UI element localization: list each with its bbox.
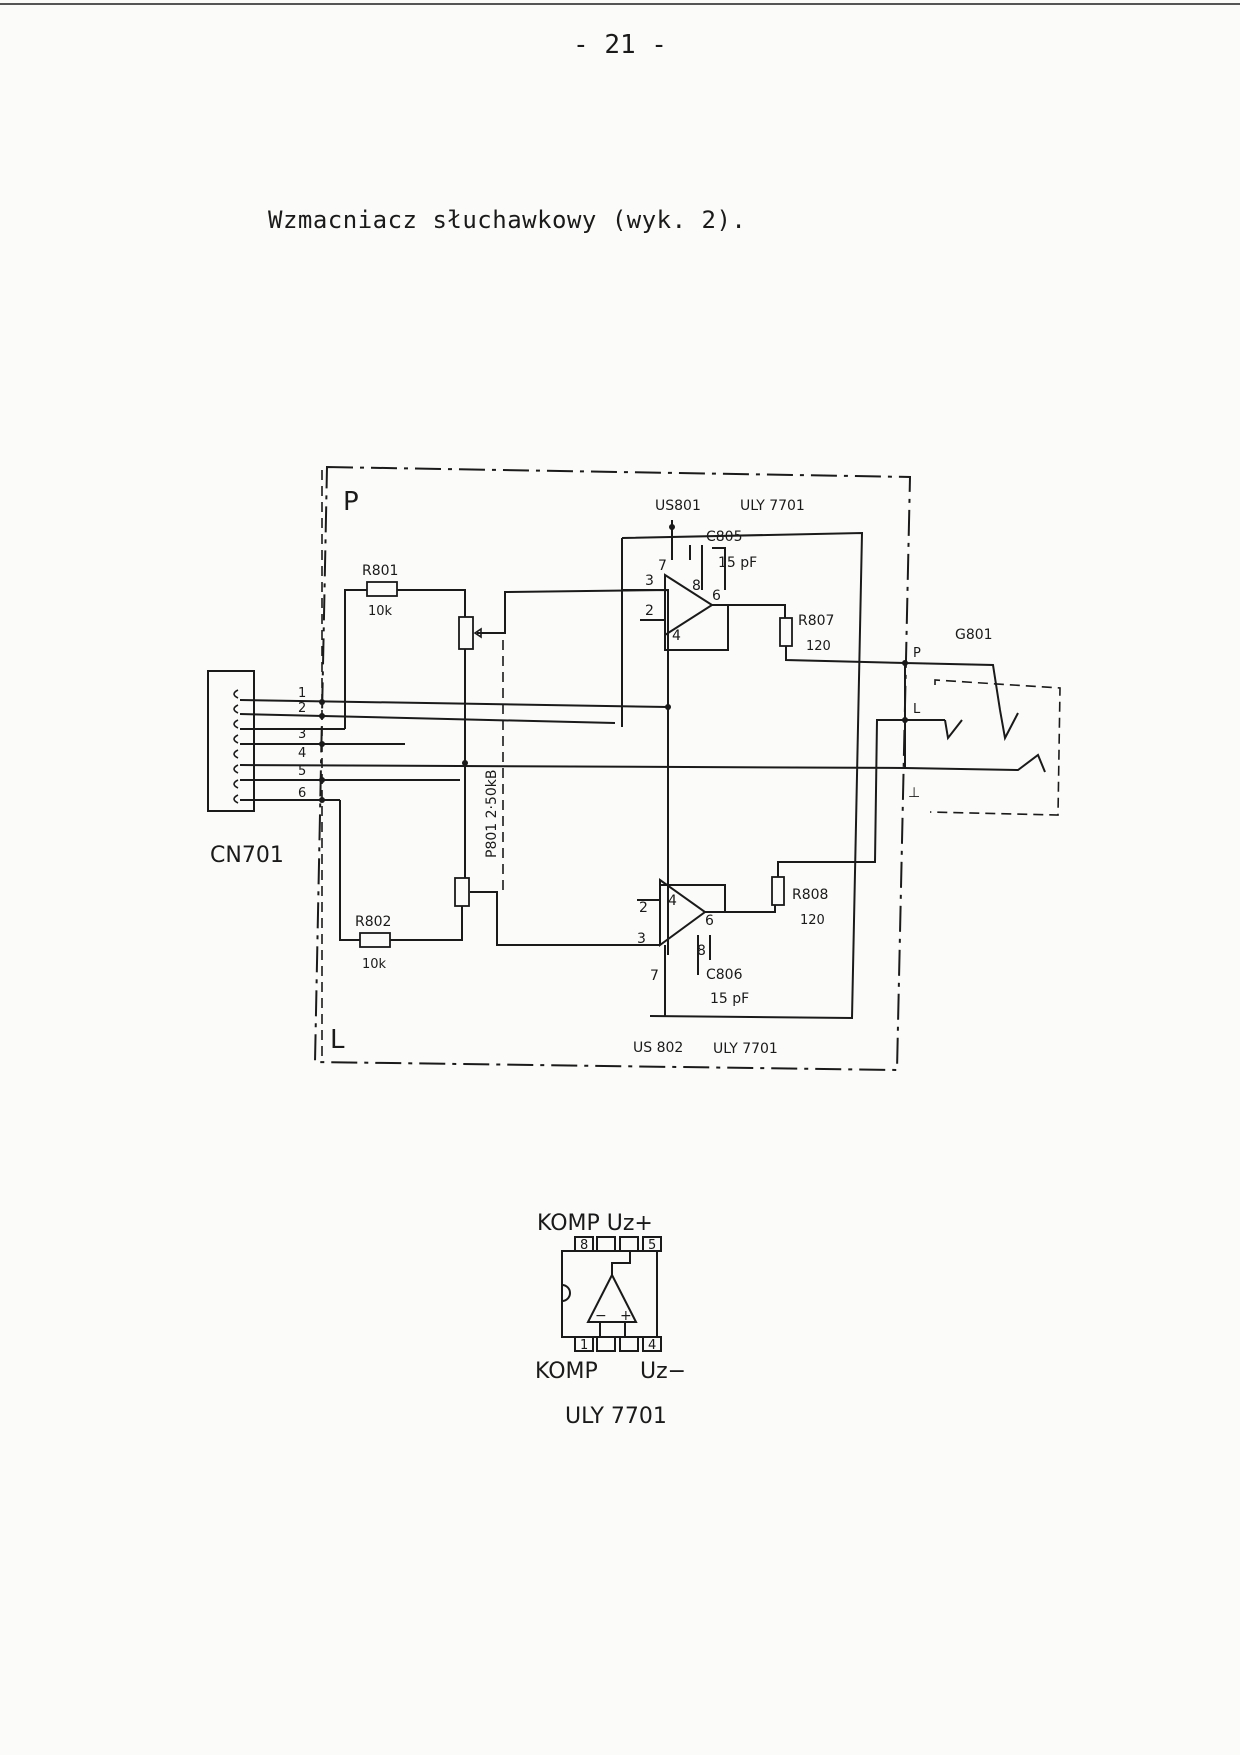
channel-l-label: L xyxy=(330,1025,345,1055)
jack-contacts xyxy=(904,709,1046,773)
pin-5-label: 5 xyxy=(298,764,306,779)
pin-5-label: 5 xyxy=(648,1238,656,1253)
us801-pin7: 7 xyxy=(658,558,667,574)
pin-1-box xyxy=(574,1336,594,1352)
pin-4-box xyxy=(642,1336,662,1352)
pin-6-label: 6 xyxy=(298,786,306,801)
us801-pin8: 8 xyxy=(692,578,701,594)
pin-4-label: 4 xyxy=(298,746,306,761)
pin-8-box xyxy=(574,1236,594,1252)
r807-value: 120 xyxy=(806,639,831,654)
pinout-top-label: KOMP Uz+ xyxy=(537,1211,653,1236)
us801-pin4: 4 xyxy=(672,628,681,644)
us802-label: US 802 xyxy=(633,1040,683,1056)
r808-label: R808 xyxy=(792,887,828,903)
opamp-plus-label: + xyxy=(620,1308,632,1324)
opamp-minus-label: − xyxy=(595,1308,607,1324)
us801-pin3: 3 xyxy=(645,573,654,589)
pot-upper-track xyxy=(458,616,474,650)
r801-resistor xyxy=(366,581,398,597)
pinout-title: ULY 7701 xyxy=(565,1404,667,1429)
c805-label: C805 xyxy=(706,529,743,545)
jack-ground-label: ⊥ xyxy=(908,785,920,801)
us801-label: US801 xyxy=(655,498,701,514)
r807-resistor xyxy=(779,617,793,647)
pot-label: P801 2·50kB xyxy=(484,770,500,859)
us802-triangle xyxy=(659,878,707,947)
us802-pin3: 3 xyxy=(637,931,646,947)
us801-pin2: 2 xyxy=(645,603,654,619)
us801-triangle xyxy=(664,573,714,637)
r802-resistor xyxy=(359,932,391,948)
top-border-line xyxy=(0,3,1240,5)
jack-p-label: P xyxy=(913,646,921,661)
us802-pin2: 2 xyxy=(639,900,648,916)
r801-label: R801 xyxy=(362,563,398,579)
us802-type-label: ULY 7701 xyxy=(713,1041,778,1057)
pin-5-box xyxy=(642,1236,662,1252)
g801-label: G801 xyxy=(955,627,993,643)
c806-label: C806 xyxy=(706,967,743,983)
r801-value: 10k xyxy=(368,604,393,619)
channel-p-label: P xyxy=(343,487,359,517)
cn701-contacts xyxy=(233,689,239,804)
pin-1-label: 1 xyxy=(298,686,306,701)
r802-value: 10k xyxy=(362,957,387,972)
page-heading: Wzmacniacz słuchawkowy (wyk. 2). xyxy=(268,206,747,234)
page-number: - 21 - xyxy=(573,30,667,60)
pin-lines xyxy=(239,699,906,801)
ic-package-body xyxy=(561,1250,658,1338)
pin-2-label: 2 xyxy=(298,701,306,716)
board-outline xyxy=(313,465,912,1072)
c806-value: 15 pF xyxy=(710,991,749,1007)
cn701-label: CN701 xyxy=(210,843,284,868)
us802-pin6: 6 xyxy=(705,913,714,929)
pot-lower-track xyxy=(454,877,470,907)
r802-label: R802 xyxy=(355,914,391,930)
us802-pin7: 7 xyxy=(650,968,659,984)
pin-8-label: 8 xyxy=(580,1238,588,1253)
jack-body-outline xyxy=(929,679,1061,816)
r808-value: 120 xyxy=(800,913,825,928)
us802-pin4: 4 xyxy=(668,893,677,909)
us801-pin6: 6 xyxy=(712,588,721,604)
cn701-connector-body xyxy=(207,670,255,812)
r808-resistor xyxy=(771,876,785,906)
pin-1-label: 1 xyxy=(580,1338,588,1353)
opamp-symbol xyxy=(586,1251,638,1337)
r807-label: R807 xyxy=(798,613,834,629)
pin-3-label: 3 xyxy=(298,727,306,742)
us801-type-label: ULY 7701 xyxy=(740,498,805,514)
us802-pin8: 8 xyxy=(697,943,706,959)
pin-4-label: 4 xyxy=(648,1338,656,1353)
pinout-bottom-right-label: Uz− xyxy=(640,1359,686,1384)
pinout-bottom-left-label: KOMP xyxy=(535,1359,598,1384)
c805-value: 15 pF xyxy=(718,555,757,571)
jack-l-label: L xyxy=(913,702,921,717)
